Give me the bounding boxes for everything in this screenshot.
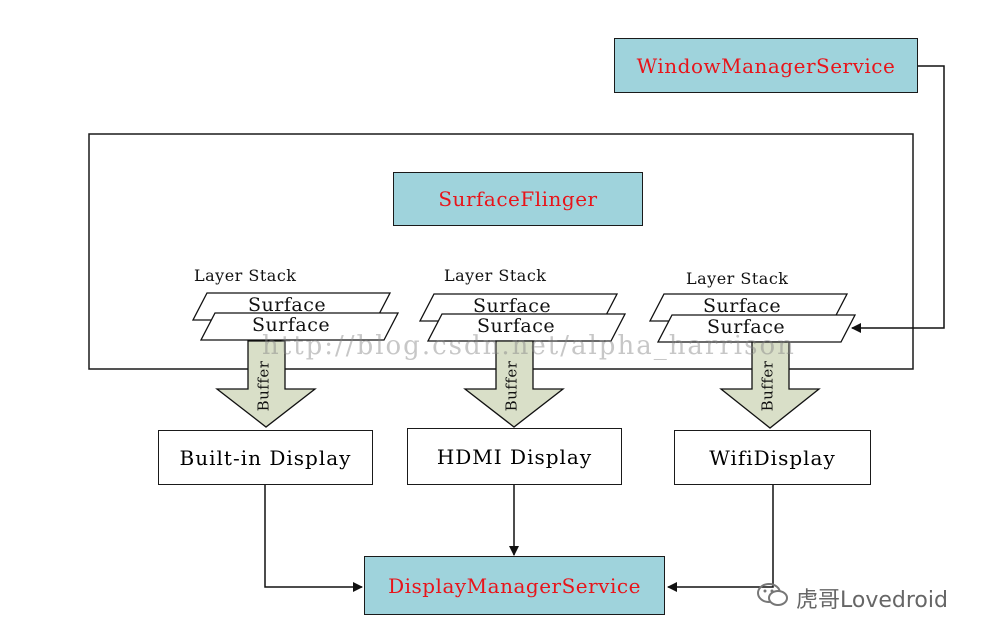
surface-front-label-2: Surface xyxy=(477,315,556,337)
brand-badge: 虎哥Lovedroid xyxy=(756,582,948,614)
surface-back-label-3: Surface xyxy=(703,295,782,317)
wms-to-surface-connector xyxy=(851,65,945,333)
surface-flinger-box: SurfaceFlinger xyxy=(393,172,643,226)
brand-label: 虎哥Lovedroid xyxy=(796,588,948,613)
wifi-to-dms-connector xyxy=(667,485,774,592)
wifi-display-box: WifiDisplay xyxy=(674,430,871,485)
buffer-arrow-1 xyxy=(215,340,317,428)
surface-back-label-1: Surface xyxy=(248,294,327,316)
surface-front-label-3: Surface xyxy=(707,316,786,338)
window-manager-service-box: WindowManagerService xyxy=(614,38,918,93)
surface-front-shape-2 xyxy=(426,313,627,342)
surface-front-shape-1 xyxy=(199,312,400,341)
buffer-arrow-3 xyxy=(719,341,821,429)
buffer-label-3: Buffer xyxy=(758,360,777,412)
surface-front-shape-3 xyxy=(656,314,857,343)
surface-back-label-2: Surface xyxy=(473,295,552,317)
buffer-arrow-2 xyxy=(463,340,565,428)
hdmi-display-box: HDMI Display xyxy=(407,428,622,485)
layer-stack-title-1: Layer Stack xyxy=(194,266,297,285)
buffer-label-2: Buffer xyxy=(502,360,521,412)
watermark-url: http://blog.csdn.net/alpha_harrison xyxy=(262,331,796,361)
builtin-display-box: Built-in Display xyxy=(158,430,373,485)
layer-stack-title-2: Layer Stack xyxy=(444,266,547,285)
builtin-to-dms-connector xyxy=(264,485,363,592)
buffer-label-1: Buffer xyxy=(254,360,273,412)
surface-front-label-1: Surface xyxy=(252,314,331,336)
display-manager-service-box: DisplayManagerService xyxy=(364,556,665,615)
wechat-icon xyxy=(756,582,790,614)
layer-stack-title-3: Layer Stack xyxy=(686,269,789,288)
